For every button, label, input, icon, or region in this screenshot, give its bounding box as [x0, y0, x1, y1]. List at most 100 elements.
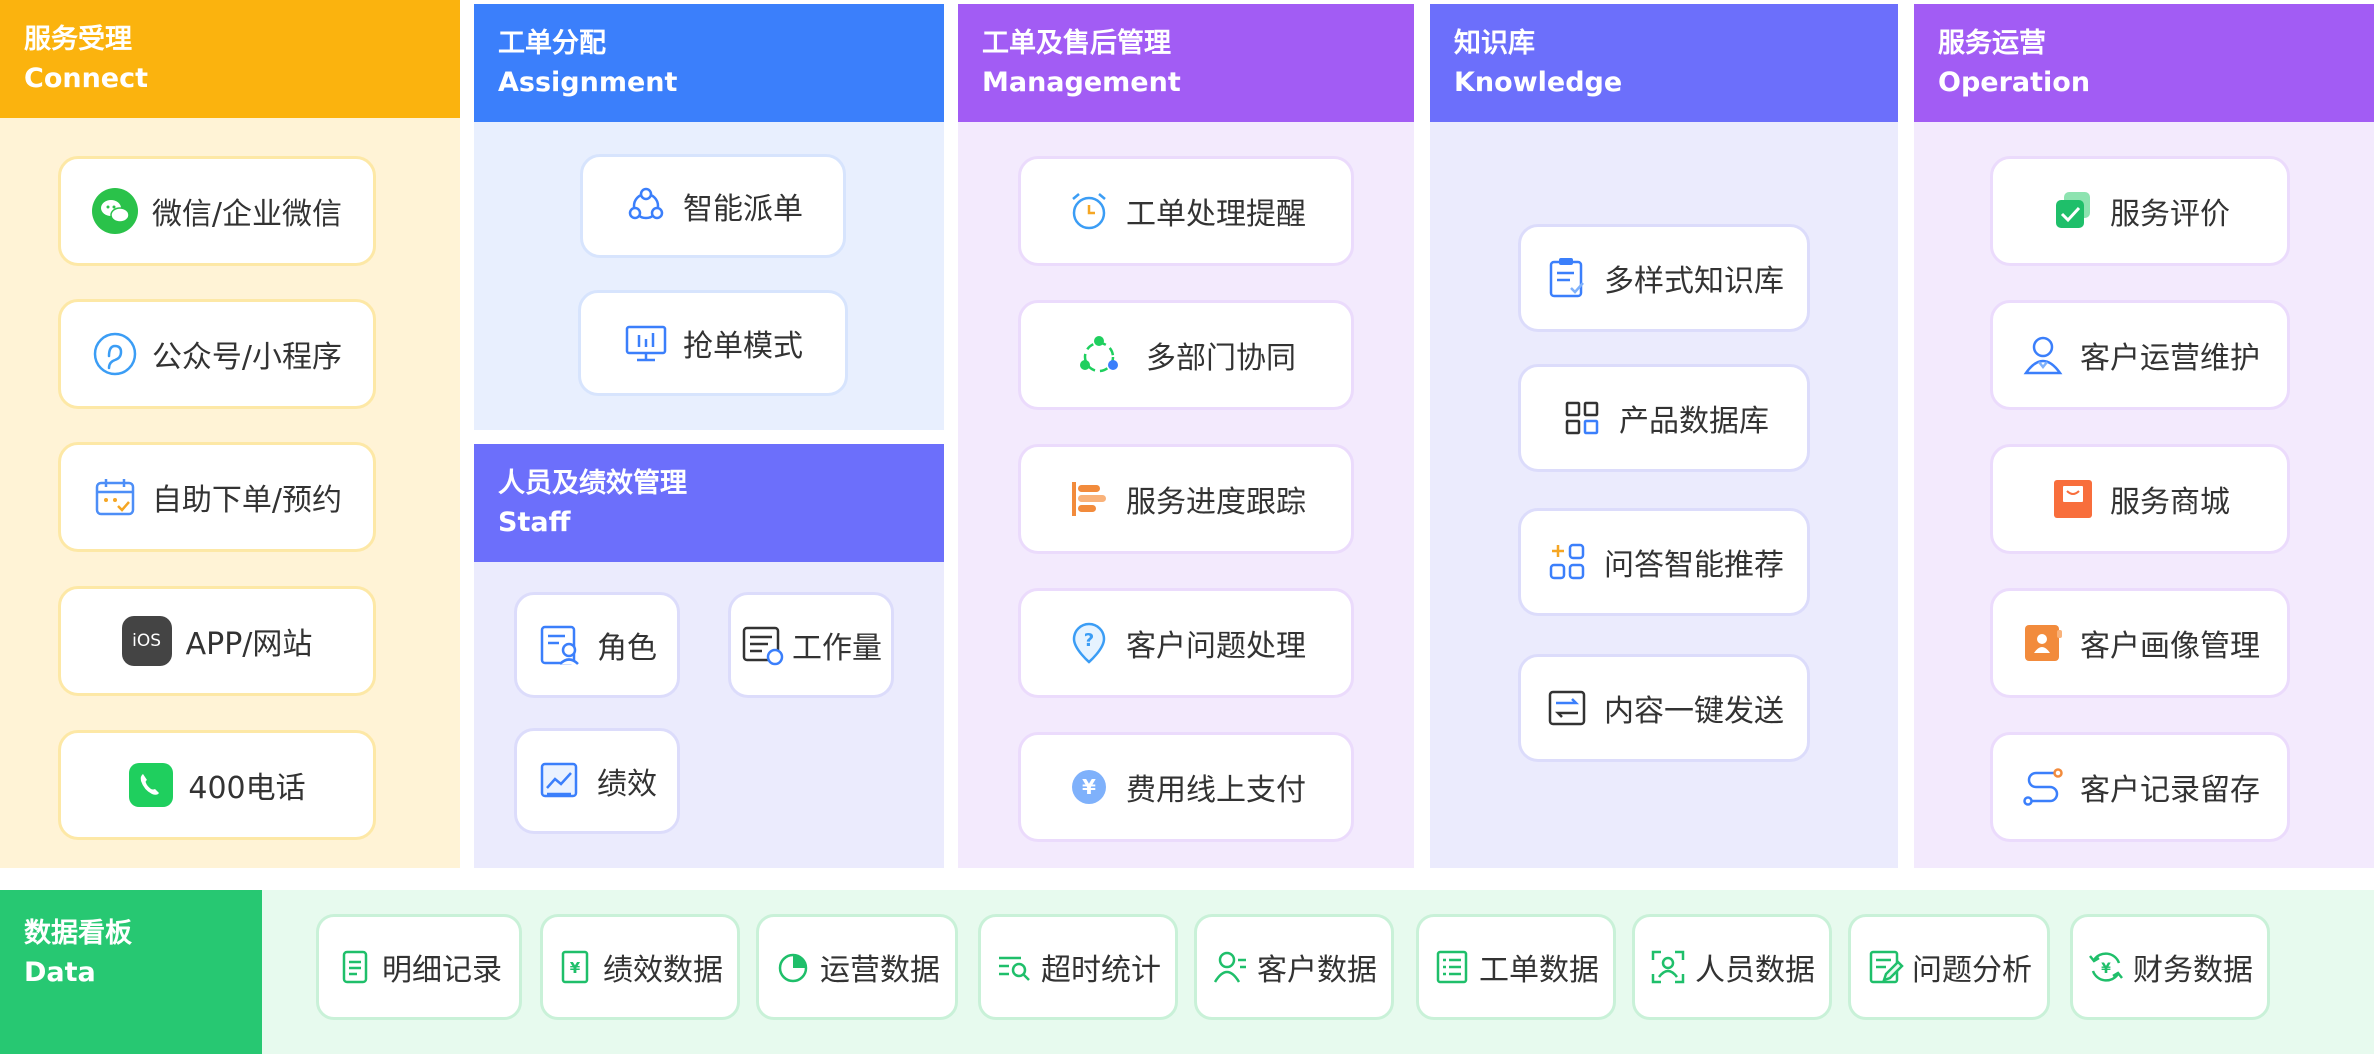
assignment-item-label: 智能派单 — [683, 192, 803, 227]
knowledge-item-qa-recommend[interactable]: 问答智能推荐 — [1518, 508, 1810, 616]
staff-item-label: 工作量 — [792, 631, 882, 666]
question-icon: ? — [1066, 620, 1112, 666]
list-icon — [1433, 948, 1471, 986]
operation-item-label: 服务商城 — [2110, 485, 2230, 520]
check-icon — [2050, 188, 2096, 234]
connect-title-cn: 服务受理 — [24, 24, 132, 55]
operation-title-cn: 服务运营 — [1938, 28, 2046, 59]
assignment-column: 工单分配 Assignment 智能派单 抢单模式 — [474, 4, 944, 430]
staff-item-workload[interactable]: 工作量 — [728, 592, 894, 698]
data-item-staff[interactable]: 人员数据 — [1632, 914, 1832, 1020]
assignment-item-smart-dispatch[interactable]: 智能派单 — [580, 154, 846, 258]
staff-column: 人员及绩效管理 Staff 角色 工作量 绩效 — [474, 444, 944, 868]
data-item-label: 问题分析 — [1912, 953, 2032, 988]
knowledge-title-cn: 知识库 — [1454, 28, 1535, 59]
assignment-item-grab-order[interactable]: 抢单模式 — [578, 290, 848, 396]
yen-icon: ¥ — [1066, 764, 1112, 810]
operation-item-customer-records[interactable]: 客户记录留存 — [1990, 732, 2290, 842]
management-item-label: 工单处理提醒 — [1126, 197, 1306, 232]
operation-item-label: 服务评价 — [2110, 197, 2230, 232]
data-item-details[interactable]: 明细记录 — [316, 914, 522, 1020]
operation-item-service-mall[interactable]: 服务商城 — [1990, 444, 2290, 554]
recommend-icon — [1544, 539, 1590, 585]
workload-icon — [740, 622, 786, 668]
knowledge-item-one-click-send[interactable]: 内容一键发送 — [1518, 654, 1810, 762]
send-icon — [1544, 685, 1590, 731]
collaboration-icon — [1076, 332, 1122, 378]
connect-title-en: Connect — [24, 63, 149, 94]
monitor-icon — [623, 320, 669, 366]
data-item-label: 明细记录 — [382, 953, 502, 988]
connect-item-app[interactable]: iOS APP/网站 — [58, 586, 376, 696]
grid-icon — [1559, 395, 1605, 441]
profile-icon — [2020, 620, 2066, 666]
staff-item-label: 绩效 — [597, 767, 657, 802]
data-title-cn: 数据看板 — [24, 918, 132, 949]
management-item-label: 费用线上支付 — [1126, 773, 1306, 808]
assignment-title-en: Assignment — [498, 67, 678, 98]
staff-title-en: Staff — [498, 507, 571, 538]
knowledge-item-label: 内容一键发送 — [1604, 694, 1784, 729]
connect-item-phone[interactable]: 400电话 — [58, 730, 376, 840]
connect-item-label: 微信/企业微信 — [151, 197, 343, 232]
staff-item-role[interactable]: 角色 — [514, 592, 680, 698]
progress-icon — [1066, 476, 1112, 522]
connect-item-wechat[interactable]: 微信/企业微信 — [58, 156, 376, 266]
knowledge-item-label: 多样式知识库 — [1604, 264, 1784, 299]
management-header: 工单及售后管理 Management — [958, 4, 1414, 122]
connect-header: 服务受理 Connect — [0, 0, 460, 118]
shop-icon — [2050, 476, 2096, 522]
role-icon — [537, 622, 583, 668]
search-list-icon — [995, 948, 1033, 986]
knowledge-item-label: 产品数据库 — [1619, 404, 1769, 439]
finance-icon: ¥ — [2087, 948, 2125, 986]
data-item-customers[interactable]: 客户数据 — [1194, 914, 1394, 1020]
knowledge-item-product-db[interactable]: 产品数据库 — [1518, 364, 1810, 472]
customer-icon — [1211, 948, 1249, 986]
connect-item-label: 400电话 — [188, 771, 306, 806]
operation-item-service-rating[interactable]: 服务评价 — [1990, 156, 2290, 266]
data-item-work-orders[interactable]: 工单数据 — [1416, 914, 1616, 1020]
alarm-clock-icon — [1066, 188, 1112, 234]
management-item-progress[interactable]: 服务进度跟踪 — [1018, 444, 1354, 554]
knowledge-item-label: 问答智能推荐 — [1604, 548, 1784, 583]
data-item-timeout[interactable]: 超时统计 — [978, 914, 1178, 1020]
staff-header: 人员及绩效管理 Staff — [474, 444, 944, 562]
operation-item-label: 客户记录留存 — [2080, 773, 2260, 808]
connect-item-label: 自助下单/预约 — [151, 483, 343, 518]
operation-column: 服务运营 Operation 服务评价 客户运营维护 服务商城 客户画像管理 客… — [1914, 4, 2374, 868]
management-item-reminder[interactable]: 工单处理提醒 — [1018, 156, 1354, 266]
operation-item-label: 客户运营维护 — [2080, 341, 2260, 376]
ios-icon: iOS — [121, 616, 172, 666]
data-item-label: 绩效数据 — [603, 953, 723, 988]
pie-icon — [774, 948, 812, 986]
management-item-payment[interactable]: ¥ 费用线上支付 — [1018, 732, 1354, 842]
connect-item-label: 公众号/小程序 — [151, 340, 343, 375]
operation-item-customer-profile[interactable]: 客户画像管理 — [1990, 588, 2290, 698]
connect-item-miniprogram[interactable]: 公众号/小程序 — [58, 299, 376, 409]
management-column: 工单及售后管理 Management 工单处理提醒 多部门协同 服务进度跟踪 ?… — [958, 4, 1414, 868]
assignment-header: 工单分配 Assignment — [474, 4, 944, 122]
operation-item-customer-ops[interactable]: 客户运营维护 — [1990, 300, 2290, 410]
miniprogram-icon — [92, 331, 138, 377]
management-title-cn: 工单及售后管理 — [982, 28, 1171, 59]
staff-item-performance[interactable]: 绩效 — [514, 728, 680, 834]
management-item-customer-issue[interactable]: ? 客户问题处理 — [1018, 588, 1354, 698]
svg-text:¥: ¥ — [2101, 961, 2111, 977]
data-item-operations[interactable]: 运营数据 — [756, 914, 958, 1020]
data-item-label: 运营数据 — [820, 953, 940, 988]
calendar-icon — [92, 474, 138, 520]
knowledge-item-multi-style[interactable]: 多样式知识库 — [1518, 224, 1810, 332]
management-item-label: 服务进度跟踪 — [1126, 485, 1306, 520]
operation-title-en: Operation — [1938, 67, 2091, 98]
checklist-icon — [1544, 255, 1590, 301]
management-item-label: 客户问题处理 — [1126, 629, 1306, 664]
data-item-label: 超时统计 — [1041, 953, 1161, 988]
management-item-collaboration[interactable]: 多部门协同 — [1018, 300, 1354, 410]
connect-item-self-order[interactable]: 自助下单/预约 — [58, 442, 376, 552]
data-item-issue-analysis[interactable]: 问题分析 — [1848, 914, 2050, 1020]
data-item-performance[interactable]: ¥ 绩效数据 — [540, 914, 740, 1020]
data-item-finance[interactable]: ¥ 财务数据 — [2070, 914, 2270, 1020]
wechat-icon — [91, 188, 138, 234]
document-icon — [336, 948, 374, 986]
